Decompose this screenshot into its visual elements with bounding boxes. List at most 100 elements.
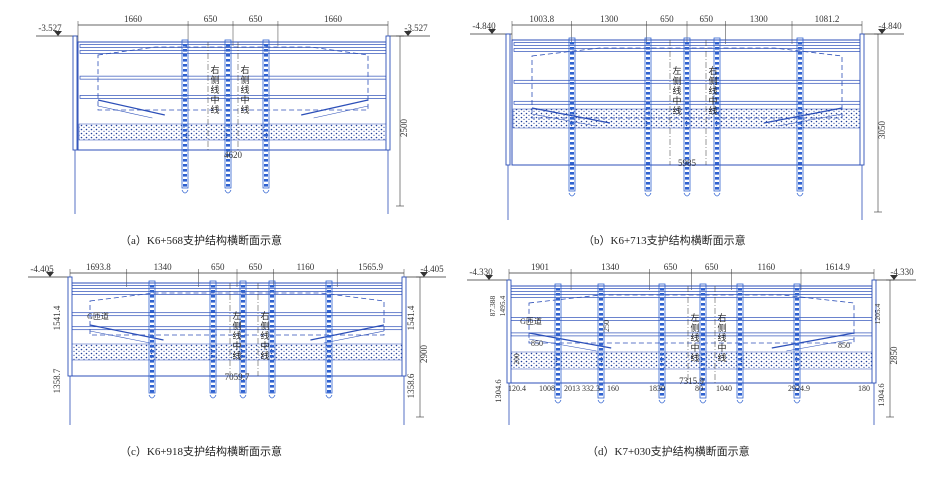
pile-segment <box>570 132 574 135</box>
pile-segment <box>270 305 274 308</box>
pile-segment <box>327 325 331 328</box>
center-line-label-char: 侧 <box>690 322 699 333</box>
pile-segment <box>226 139 230 142</box>
pile-segment <box>150 390 154 393</box>
pile-segment <box>738 383 742 386</box>
retaining-wall <box>505 33 511 166</box>
pile-segment <box>795 378 799 381</box>
pile-segment <box>660 338 664 341</box>
pile-segment <box>795 383 799 386</box>
pile-segment <box>798 137 802 140</box>
pile-segment <box>270 350 274 353</box>
pile-segment <box>715 132 719 135</box>
pile-segment <box>715 127 719 130</box>
pile-segment <box>570 97 574 100</box>
top-dimension-label: 650 <box>204 14 218 24</box>
pile-segment <box>798 92 802 95</box>
pile-segment <box>660 348 664 351</box>
left-upper-dim: 87.388 <box>488 295 497 316</box>
pile-segment <box>183 124 187 127</box>
pile-segment <box>570 162 574 165</box>
diagonal-brace-right-inner <box>323 330 385 344</box>
pile-segment <box>264 119 268 122</box>
pile-segment <box>701 293 705 296</box>
inner-dim-label: 250 <box>602 320 611 332</box>
support-pile <box>325 280 333 394</box>
support-pile <box>736 283 744 399</box>
pile-segment <box>327 345 331 348</box>
pile-segment <box>798 82 802 85</box>
pile-segment <box>570 52 574 55</box>
diagonal-brace-left-inner <box>531 113 597 127</box>
pile-segment <box>211 360 215 363</box>
pile-segment <box>211 290 215 293</box>
pile-segment <box>715 152 719 155</box>
pile-segment <box>327 360 331 363</box>
pile-segment <box>211 305 215 308</box>
pile-segment <box>264 144 268 147</box>
pile-segment <box>685 102 689 105</box>
pile-segment <box>738 353 742 356</box>
pile-segment <box>738 288 742 291</box>
pile-segment <box>795 368 799 371</box>
pile-segment <box>798 77 802 80</box>
pile-segment <box>660 388 664 391</box>
pile-segment <box>798 47 802 50</box>
pile-segment <box>270 345 274 348</box>
pile-segment <box>556 343 560 346</box>
pile-segment <box>570 122 574 125</box>
support-pile <box>699 283 707 399</box>
pile-segment <box>646 57 650 60</box>
elev-marker-right <box>890 275 898 280</box>
pile-tip <box>262 189 270 194</box>
support-pile <box>793 283 801 399</box>
pile-segment <box>685 82 689 85</box>
inner-dim-label: 850 <box>838 341 850 350</box>
elevation-right: -4.330 <box>890 267 914 277</box>
pile-segment <box>570 187 574 190</box>
pile-segment <box>738 338 742 341</box>
pile-segment <box>556 308 560 311</box>
pile-segment <box>660 298 664 301</box>
pile-segment <box>795 358 799 361</box>
pile-segment <box>685 177 689 180</box>
pile-segment <box>264 44 268 47</box>
pile-segment <box>556 313 560 316</box>
pile-segment <box>241 335 245 338</box>
pile-segment <box>798 167 802 170</box>
right-upper-dim: 1541.4 <box>406 305 416 330</box>
pile-segment <box>795 313 799 316</box>
pile-segment <box>685 52 689 55</box>
pile-segment <box>795 328 799 331</box>
diagonal-brace-left <box>528 332 612 349</box>
pile-segment <box>701 368 705 371</box>
support-pile <box>268 280 276 394</box>
pile-segment <box>798 142 802 145</box>
pile-segment <box>556 323 560 326</box>
pile-segment <box>701 303 705 306</box>
pile-segment <box>570 137 574 140</box>
support-pile <box>224 39 232 189</box>
pile-segment <box>556 293 560 296</box>
pile-segment <box>183 94 187 97</box>
pile-segment <box>270 370 274 373</box>
pile-tip <box>224 189 232 194</box>
pile-segment <box>211 345 215 348</box>
pile-segment <box>599 388 603 391</box>
pile-segment <box>660 383 664 386</box>
pile-segment <box>685 182 689 185</box>
pile-segment <box>685 57 689 60</box>
pile-segment <box>701 393 705 396</box>
pile-segment <box>211 315 215 318</box>
pile-segment <box>715 57 719 60</box>
pile-segment <box>685 72 689 75</box>
center-line-label-char: 右 <box>240 64 249 75</box>
pile-segment <box>570 72 574 75</box>
elev-marker-right <box>878 29 886 34</box>
pile-segment <box>241 305 245 308</box>
support-pile <box>683 37 691 192</box>
pile-segment <box>646 167 650 170</box>
